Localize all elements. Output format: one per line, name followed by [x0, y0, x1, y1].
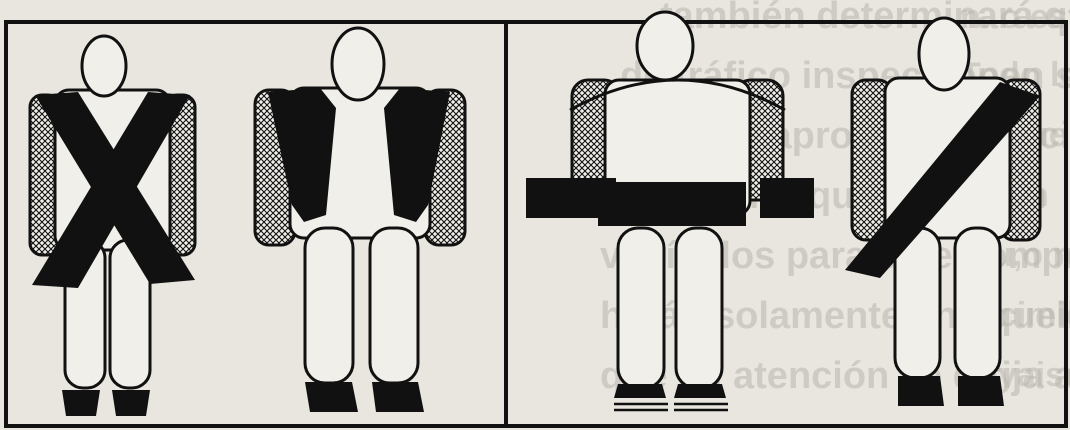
head	[637, 12, 693, 80]
foot-right	[958, 376, 1004, 406]
foot-right	[112, 390, 150, 416]
foot-right	[372, 382, 424, 412]
head	[82, 36, 126, 96]
foot-left	[62, 390, 100, 416]
show-through-right-line: n. o esta	[960, 0, 1070, 36]
leg-right	[955, 228, 1000, 378]
leg-left	[618, 228, 664, 388]
leg-right	[370, 228, 418, 383]
foot-left	[614, 384, 666, 398]
foot-left	[305, 382, 358, 412]
leg-right	[676, 228, 722, 388]
foot-left	[898, 376, 944, 406]
foot-right	[674, 384, 726, 398]
head	[919, 18, 969, 90]
head	[332, 28, 384, 100]
leg-left	[305, 228, 353, 383]
